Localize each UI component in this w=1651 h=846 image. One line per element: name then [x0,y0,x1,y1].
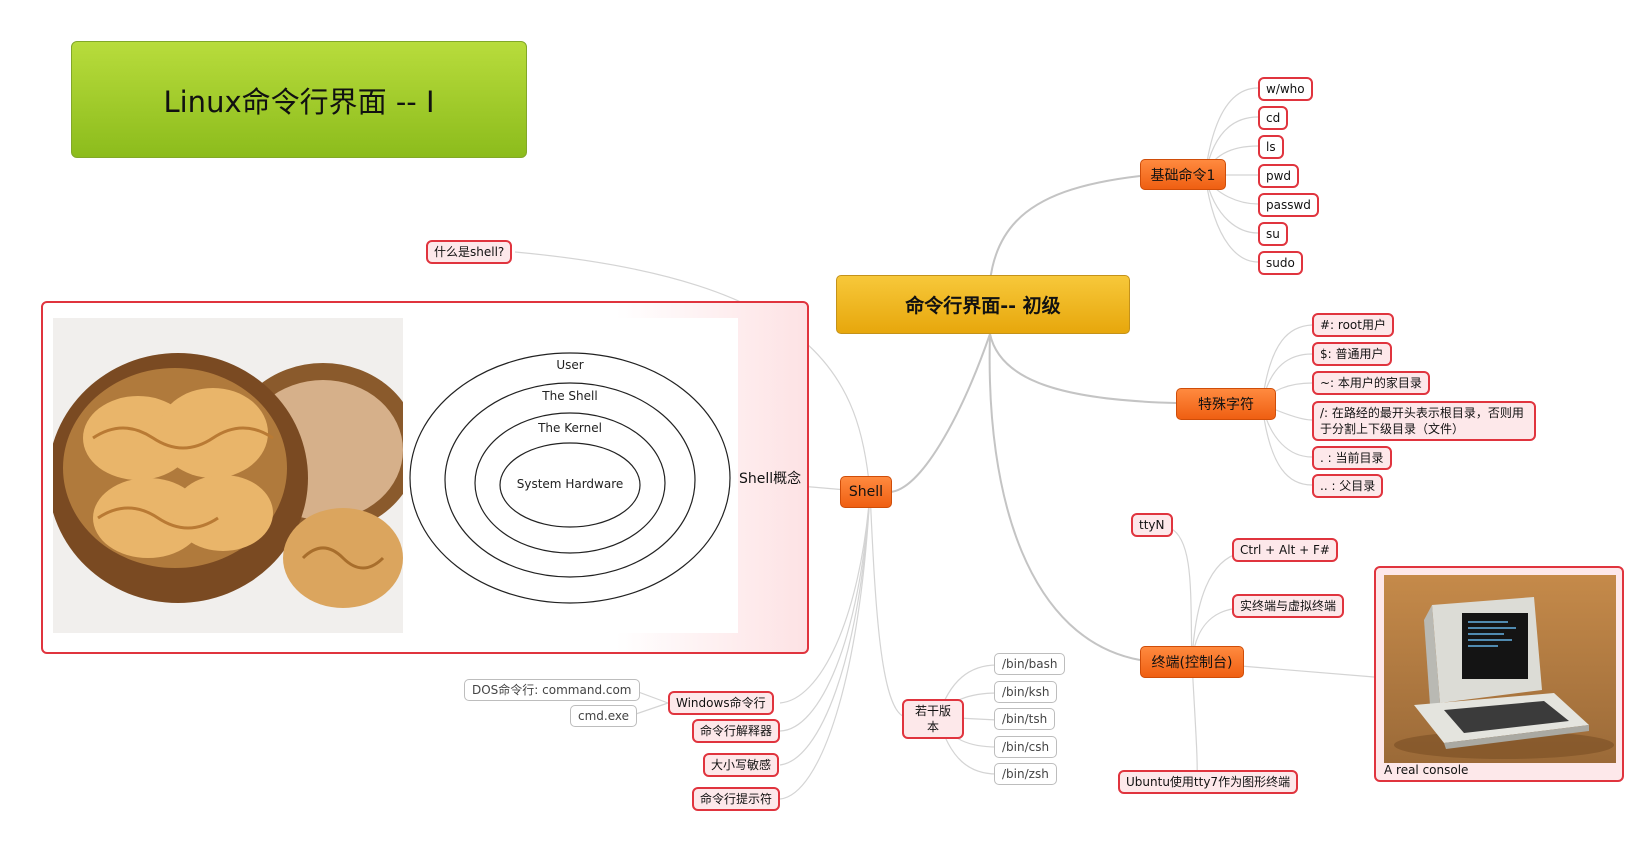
topic-basic-commands[interactable]: 基础命令1 [1140,159,1226,190]
ring-kernel [474,412,666,554]
console-image-frame[interactable]: A real console [1374,566,1624,782]
subtopic-cd[interactable]: cd [1258,106,1289,130]
map-title: Linux命令行界面 -- I [71,41,527,158]
subtopic-ttyn[interactable]: ttyN [1131,513,1173,537]
subtopic-sudo[interactable]: sudo [1258,251,1303,275]
subtopic-ls[interactable]: ls [1258,135,1284,159]
subtopic-parent-dir[interactable]: .. : 父目录 [1312,474,1384,498]
subtopic-bin-bash[interactable]: /bin/bash [994,653,1066,675]
subtopic-ctrl-alt-f[interactable]: Ctrl + Alt + F# [1232,538,1338,562]
subtopic-current-dir[interactable]: . : 当前目录 [1312,446,1392,470]
subtopic-w-who[interactable]: w/who [1258,77,1313,101]
subtopic-bin-zsh[interactable]: /bin/zsh [994,763,1057,785]
real-console-photo [1384,575,1616,763]
subtopic-dos-command-com[interactable]: DOS命令行: command.com [464,679,640,701]
subtopic-real-virtual-terminal[interactable]: 实终端与虚拟终端 [1232,594,1345,618]
subtopic-passwd[interactable]: passwd [1258,193,1319,217]
subtopic-versions[interactable]: 若干版 本 [902,699,964,739]
subtopic-pwd[interactable]: pwd [1258,164,1300,188]
central-topic[interactable]: 命令行界面-- 初级 [836,275,1130,334]
ring-user [409,352,731,604]
subtopic-bin-tsh[interactable]: /bin/tsh [994,708,1056,730]
ring-hardware [499,442,641,528]
subtopic-home-dir[interactable]: ~: 本用户的家目录 [1312,371,1430,395]
topic-terminal[interactable]: 终端(控制台) [1140,646,1244,678]
subtopic-what-is-shell[interactable]: 什么是shell? [426,240,513,264]
console-caption: A real console [1384,763,1469,777]
subtopic-cmd-exe[interactable]: cmd.exe [570,705,638,727]
subtopic-case-sensitive[interactable]: 大小写敏感 [703,753,780,777]
subtopic-normal-user[interactable]: $: 普通用户 [1312,342,1392,366]
ring-shell [444,382,696,578]
topic-special-chars[interactable]: 特殊字符 [1176,388,1276,420]
subtopic-windows-cli[interactable]: Windows命令行 [668,691,774,715]
subtopic-cli-prompt[interactable]: 命令行提示符 [692,787,781,811]
shell-layers-diagram: User The Shell The Kernel System Hardwar… [403,318,738,633]
walnut-photo [53,318,403,633]
label-the-shell: The Shell [541,389,597,403]
topic-shell[interactable]: Shell [840,476,892,508]
label-system-hardware: System Hardware [517,477,624,491]
subtopic-bin-csh[interactable]: /bin/csh [994,736,1058,758]
shell-concept-image-frame[interactable]: User The Shell The Kernel System Hardwar… [41,301,809,654]
label-user: User [556,358,583,372]
label-the-kernel: The Kernel [537,421,602,435]
subtopic-cli-interpreter[interactable]: 命令行解释器 [692,719,781,743]
subtopic-su[interactable]: su [1258,222,1288,246]
subtopic-root-user[interactable]: #: root用户 [1312,313,1394,337]
subtopic-bin-ksh[interactable]: /bin/ksh [994,681,1058,703]
subtopic-root-dir[interactable]: /: 在路经的最开头表示根目录，否则用 于分割上下级目录（文件） [1312,401,1536,441]
subtopic-ubuntu-tty7[interactable]: Ubuntu使用tty7作为图形终端 [1118,770,1299,794]
label-shell-concept: Shell概念 [739,471,802,487]
